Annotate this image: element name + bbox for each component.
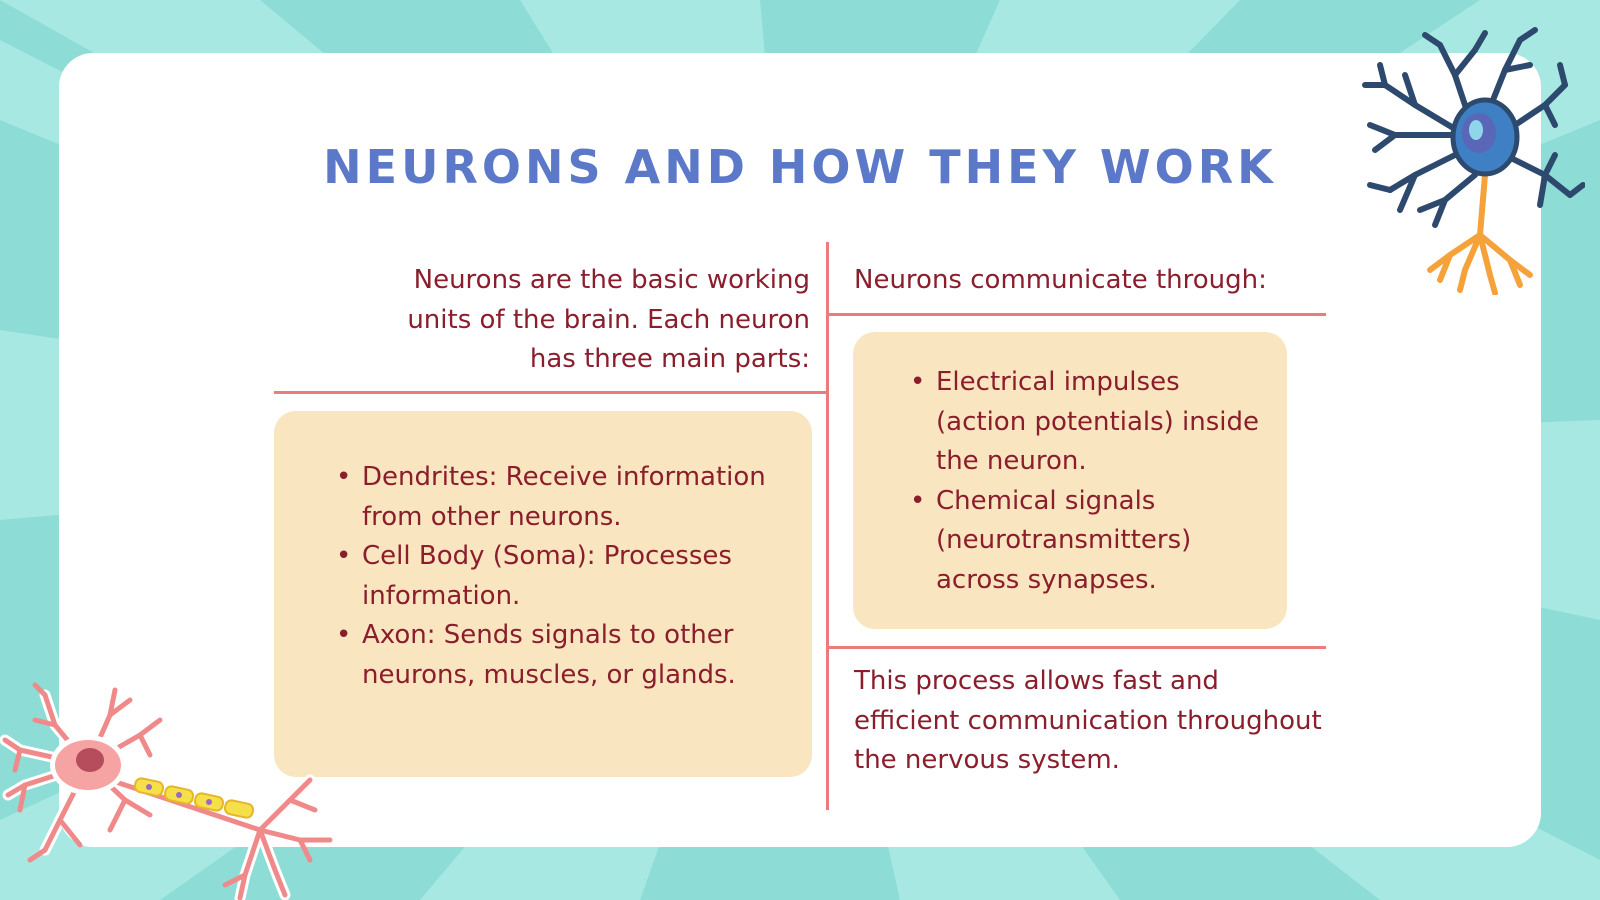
list-item-text: Electrical impulses (action potentials) …: [936, 367, 1260, 476]
pink-neuron-icon: [0, 682, 336, 900]
left-horizontal-divider: [274, 391, 826, 394]
list-item: • Axon: Sends signals to other neurons, …: [336, 616, 786, 695]
neuron-parts-box: • Dendrites: Receive information from ot…: [274, 411, 812, 777]
right-bottom-divider: [829, 646, 1326, 649]
communication-heading: Neurons communicate through:: [854, 265, 1267, 295]
slide-title: NEURONS AND HOW THEY WORK: [323, 140, 1277, 194]
conclusion-text: This process allows fast and efficient c…: [854, 666, 1322, 775]
vertical-divider: [826, 242, 829, 810]
neuron-parts-list: • Dendrites: Receive information from ot…: [336, 458, 786, 695]
list-item-text: Chemical signals (neurotransmitters) acr…: [936, 485, 1192, 595]
list-item: • Dendrites: Receive information from ot…: [336, 458, 786, 537]
blue-neuron-icon: [1362, 27, 1585, 295]
list-item: • Electrical impulses (action potentials…: [910, 363, 1260, 482]
communication-methods-box: • Electrical impulses (action potentials…: [853, 332, 1287, 629]
right-top-divider: [829, 313, 1326, 316]
list-item: • Chemical signals (neurotransmitters) a…: [910, 482, 1260, 601]
list-item: • Cell Body (Soma): Processes informatio…: [336, 537, 786, 616]
communication-methods-list: • Electrical impulses (action potentials…: [910, 363, 1260, 600]
list-item-text: Axon: Sends signals to other neurons, mu…: [362, 620, 736, 690]
bullet-icon: •: [336, 620, 352, 650]
bullet-icon: •: [336, 541, 352, 571]
intro-text: Neurons are the basic working units of t…: [407, 265, 810, 374]
bullet-icon: •: [910, 485, 926, 516]
list-item-text: Dendrites: Receive information from othe…: [362, 462, 766, 532]
bullet-icon: •: [910, 367, 926, 397]
bullet-icon: •: [336, 462, 352, 492]
list-item-text: Cell Body (Soma): Processes information.: [362, 541, 732, 611]
